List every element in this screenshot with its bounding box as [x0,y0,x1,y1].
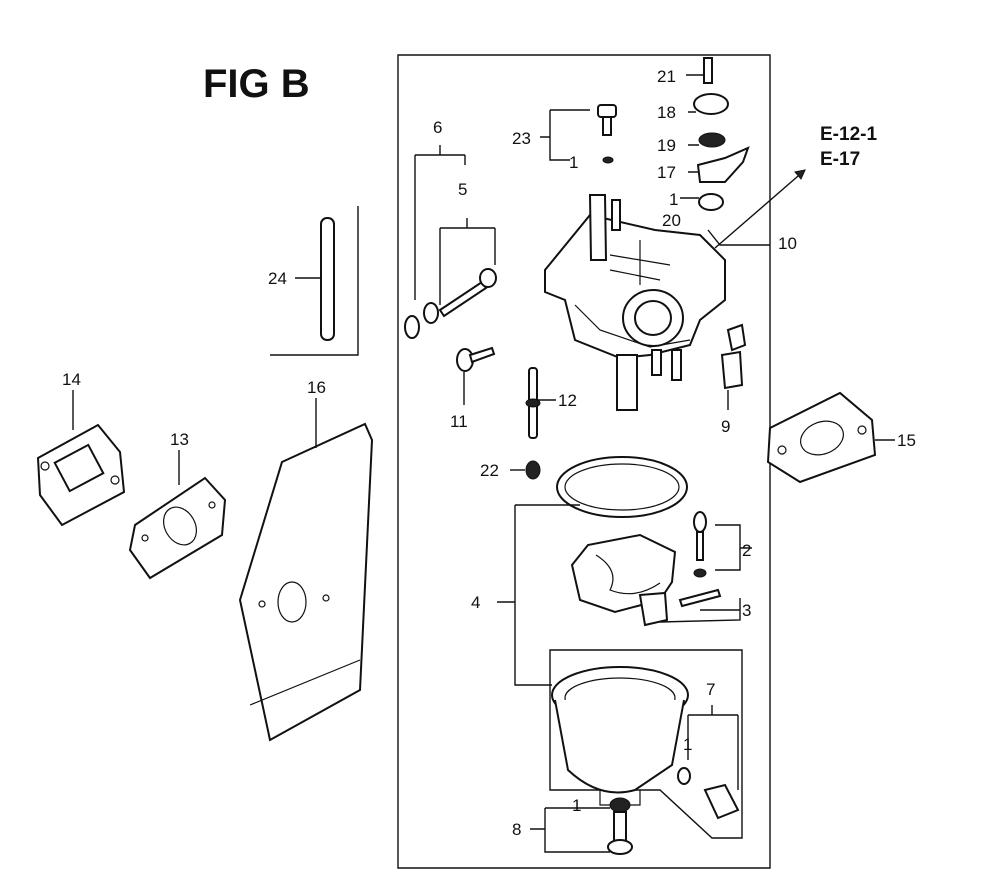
assembly-frame [397,54,771,869]
callout-1-right: 1 [669,190,678,209]
part-5-6-pilot-screw: 6 5 [404,118,497,339]
reference-pointer: E-12-1 E-17 [714,124,877,249]
callout-4: 4 [471,593,480,612]
part-8-bowl-bolt: 8 1 [512,796,633,855]
callout-1-top: 1 [569,153,578,172]
callout-24: 24 [268,269,287,288]
callout-5: 5 [458,180,467,199]
callout-15: 15 [897,431,916,450]
part-14-gasket: 14 [36,370,126,527]
callout-16: 16 [307,378,326,397]
callout-14: 14 [62,370,81,389]
part-float-chamber [549,649,743,839]
callout-6: 6 [433,118,442,137]
callout-22: 22 [480,461,499,480]
part-4-float-set: 4 [471,456,688,686]
part-float [570,533,677,627]
part-12-needle: 12 [525,367,577,439]
part-11-screw: 11 [450,346,496,431]
callout-9: 9 [721,417,730,436]
part-2-3-valve-pin: 2 3 [659,511,752,623]
part-22-jet: 22 [480,460,541,480]
reference-e-17: E-17 [820,149,860,170]
part-9-screw: 9 [720,323,747,436]
callout-10: 10 [778,234,797,253]
part-7-drain-bolt: 7 1 [677,680,740,820]
callout-18: 18 [657,103,676,122]
part-15-insulator: 15 [766,391,916,484]
callout-17: 17 [657,163,676,182]
part-13-gasket: 13 [128,430,227,580]
part-23-bolt: 23 1 [512,104,617,172]
reference-e-12-1: E-12-1 [820,124,877,145]
callout-11: 11 [450,412,468,431]
callout-20: 20 [662,211,681,230]
part-10-carburetor-body: 10 [544,194,797,411]
callout-23: 23 [512,129,531,148]
callout-21: 21 [657,67,676,86]
callout-12: 12 [558,391,577,410]
callout-19: 19 [657,136,676,155]
callout-8: 8 [512,820,521,839]
callout-1-bottom: 1 [572,796,581,815]
part-24-bracket [270,206,359,356]
figure-title: FIG B [203,62,310,106]
callout-2: 2 [742,541,751,560]
part-choke-stack: 21 18 19 17 1 20 [657,57,750,230]
part-16-plate: 16 [238,378,374,742]
callout-7: 7 [706,680,715,699]
part-24-pin: 24 [268,206,359,356]
callout-13: 13 [170,430,189,449]
callout-1-mid: 1 [683,735,692,754]
callout-3: 3 [742,601,751,620]
